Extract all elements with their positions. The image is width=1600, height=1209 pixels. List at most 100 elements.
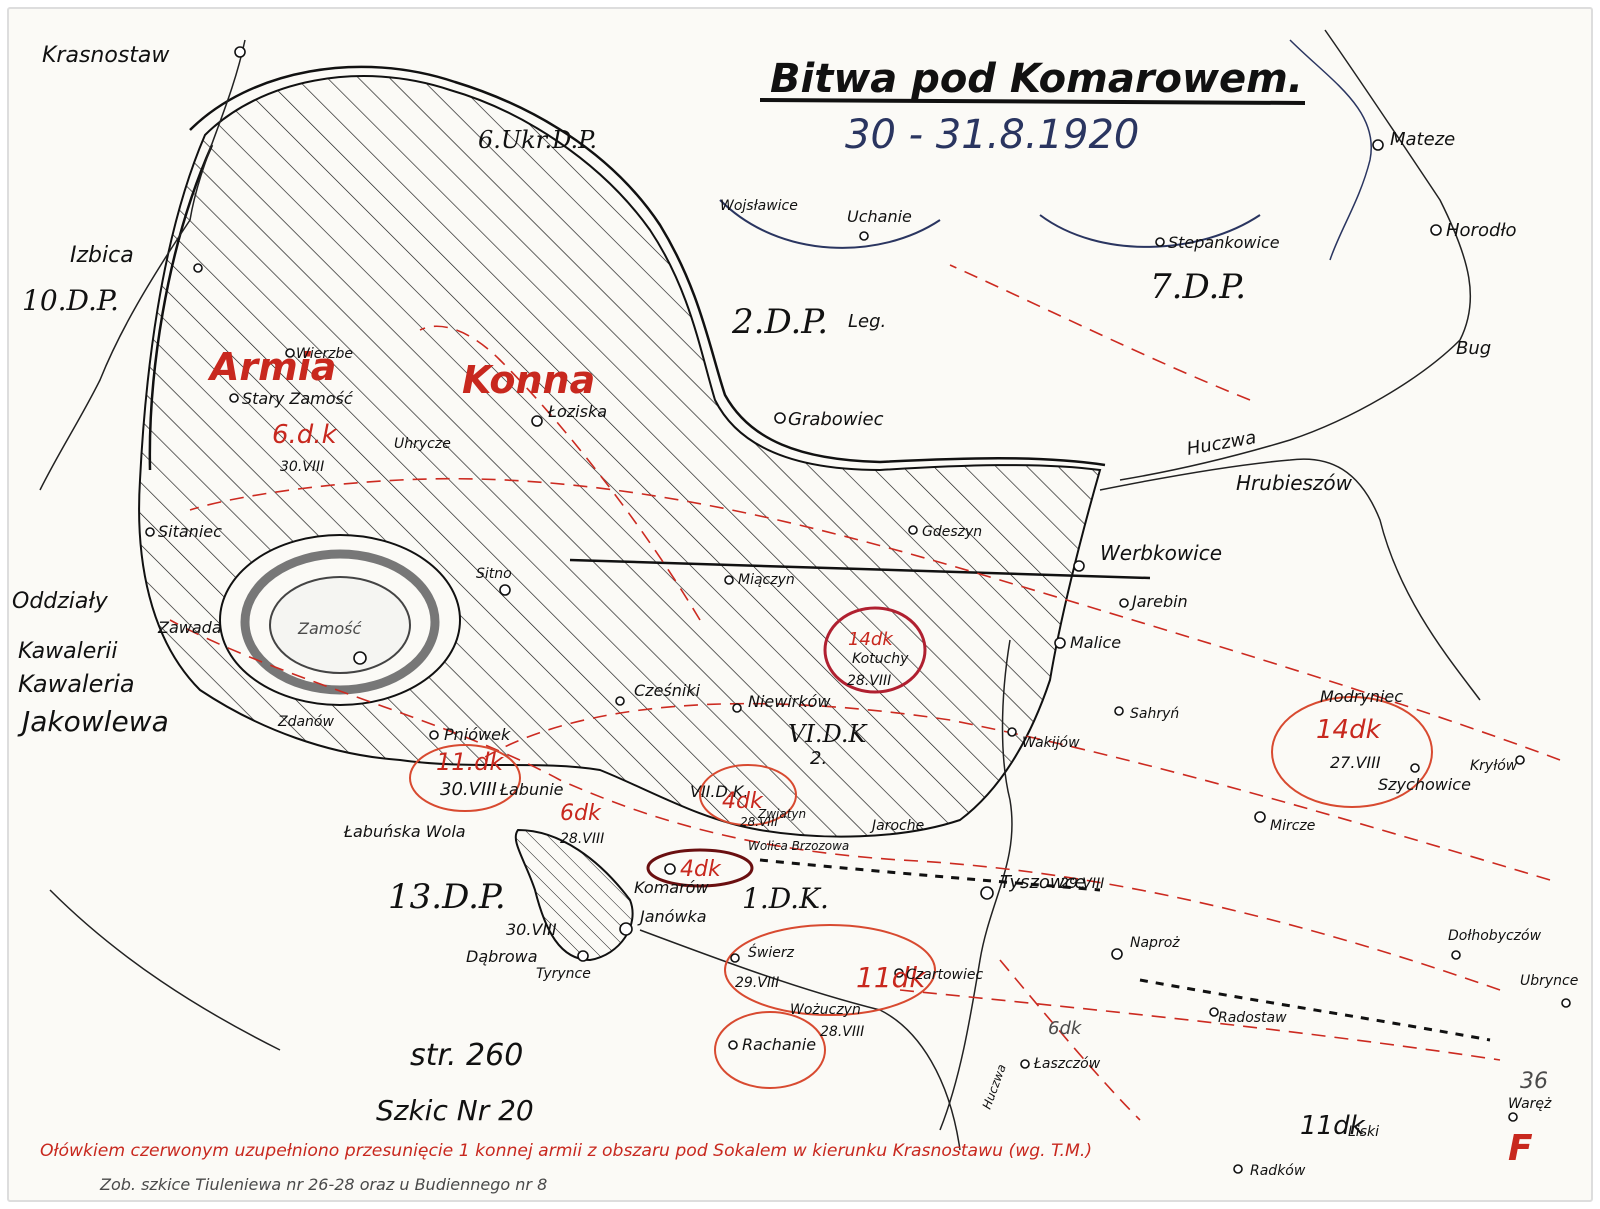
unit-6dk: VI.D.K: [788, 720, 868, 748]
red-6dk-b-date: 28.VIII: [560, 831, 604, 847]
circle-4dk-a: [699, 764, 797, 826]
river-huczwa-south: [939, 639, 1013, 1131]
note-sketch: Szkic Nr 20: [376, 1094, 534, 1127]
note-page: str. 260: [410, 1038, 523, 1073]
place-krylow: Kryłów: [1470, 758, 1518, 774]
corner-mark: F: [1508, 1128, 1533, 1169]
red-11dk-b-date2: 28.VIII: [820, 1024, 864, 1040]
unit-10dp: 10.D.P.: [22, 284, 119, 317]
place-rachanie: Rachanie: [742, 1035, 816, 1054]
place-labunie: Łabunie: [499, 780, 564, 799]
red-4dk-a: 4dk: [722, 789, 764, 814]
red-6dk-c: 6dk: [1048, 1018, 1083, 1039]
place-liski: Liski: [1348, 1124, 1379, 1140]
zamosc-middle-ring: [240, 549, 440, 695]
map-title: Bitwa pod Komarowem.: [770, 56, 1303, 102]
place-laszczow: Łaszczów: [1033, 1056, 1101, 1072]
place-naproz: Naproż: [1130, 935, 1180, 951]
place-werbkowice: Werbkowice: [1100, 541, 1222, 565]
footer-red-note: Ołówkiem czerwonym uzupełniono przesunię…: [40, 1141, 1092, 1161]
konna-label: Konna: [462, 358, 595, 402]
place-czesniki: Cześniki: [634, 681, 701, 700]
unit-1dk: 1.D.K.: [742, 882, 829, 915]
circle-11dk-b: [724, 924, 936, 1016]
front-middle-line: [569, 558, 1151, 580]
place-janowka: Janówka: [637, 907, 707, 926]
place-malice: Malice: [1070, 633, 1121, 652]
place-warez: Waręż: [1508, 1096, 1552, 1112]
place-pniowek: Pniówek: [444, 725, 511, 744]
place-sitaniec: Sitaniec: [158, 522, 222, 541]
place-miaczyn: Miączyn: [738, 572, 795, 588]
place-komarow: Komarów: [634, 878, 709, 897]
place-wazuryn: Wożuczyn: [790, 1002, 861, 1018]
place-wierzbe: Wierzbe: [296, 346, 353, 362]
date-29viii: 29.VIII: [1060, 876, 1104, 892]
red-11dk-c: 11dk: [1300, 1111, 1366, 1141]
unit-13dp: 13.D.P.: [388, 877, 506, 917]
place-mateze: Mateze: [1390, 129, 1455, 150]
red-move-5: [419, 325, 701, 621]
circle-11dk-a: [409, 744, 521, 812]
place-jarebin: Jarebin: [1129, 592, 1188, 611]
title-underline: [759, 98, 1306, 105]
river-wieprz: [39, 39, 246, 491]
place-mircze: Mircze: [1270, 818, 1315, 834]
place-niewirkow: Niewirków: [748, 692, 831, 711]
river-sw: [49, 889, 281, 1051]
wojslawice-line: [719, 199, 941, 249]
red-6dk-a-date: 30.VIII: [280, 459, 324, 475]
place-wakijow: Wakijów: [1022, 735, 1080, 751]
red-6dk-a: 6.d.k: [272, 420, 338, 450]
place-stary-zamosc: Stary Zamość: [242, 389, 354, 408]
unit-6dk-mark: 2.: [810, 748, 827, 769]
red-14dk-a-date: 28.VIII: [847, 673, 891, 689]
red-move-1: [189, 477, 1561, 761]
place-zwiatyn: Zwiatyn: [757, 807, 806, 821]
red-14dk-a: 14dk: [848, 629, 894, 650]
corner-number: 36: [1520, 1069, 1548, 1094]
unit-2dp: 2.D.P.: [731, 302, 828, 342]
unit-7dp: 7.D.P.: [1150, 267, 1246, 307]
place-loziska: Łoziska: [547, 402, 607, 421]
town-markers: [145, 46, 1571, 1174]
footer-pencil-note: Zob. szkice Tiuleniewa nr 26-28 oraz u B…: [99, 1175, 547, 1194]
place-bug: Bug: [1456, 338, 1491, 359]
stepankowice-line: [1039, 214, 1261, 248]
place-radostaw: Radostaw: [1218, 1010, 1287, 1026]
north-east-line: [1289, 39, 1373, 261]
place-dolhobyczow: Dołhobyczów: [1448, 928, 1542, 944]
place-labunska-wola: Łabuńska Wola: [343, 822, 466, 841]
place-szychowice: Szychowice: [1378, 775, 1471, 794]
red-11dk-a: 11.dk: [436, 748, 504, 776]
red-11dk-a-date: 30.VIII: [440, 779, 497, 800]
kawaleria: Kawaleria: [18, 670, 135, 698]
place-modryniec: Modryniec: [1320, 687, 1403, 706]
cavalry-track-1: [759, 858, 1101, 892]
place-zdanow: Zdanów: [277, 714, 334, 730]
circle-4dk-b: [646, 848, 754, 888]
red-move-7: [999, 959, 1141, 1121]
unit-2dp-leg: Leg.: [848, 311, 886, 332]
place-zawada: Zawada: [157, 618, 222, 637]
oddzialy-2: Kawalerii: [18, 639, 118, 664]
place-kotuchy: Kotuchy: [852, 651, 909, 667]
red-move-2: [479, 702, 1551, 881]
red-11dk-b: 11dk: [856, 961, 927, 994]
place-horodlo: Horodło: [1446, 220, 1517, 241]
circle-14dk-b: [1271, 696, 1433, 808]
front-outer-line: [189, 65, 1106, 467]
place-stepankowice: Stepankowice: [1168, 233, 1280, 252]
unit-6ukr: 6.Ukr.D.P.: [478, 126, 597, 154]
place-radkow: Radków: [1250, 1163, 1306, 1179]
place-tyszowce: Tyszowce: [1000, 872, 1086, 893]
red-6dk-b: 6dk: [560, 801, 602, 826]
red-4dk-b: 4dk: [680, 857, 722, 882]
place-tyrynce: Tyrynce: [536, 966, 591, 982]
armia-label: Armia: [207, 345, 336, 389]
place-zamosc: Zamość: [297, 619, 362, 638]
d13-position: [514, 828, 634, 962]
place-wojslawice: Wojsławice: [720, 198, 798, 214]
place-izbica: Izbica: [70, 243, 134, 268]
